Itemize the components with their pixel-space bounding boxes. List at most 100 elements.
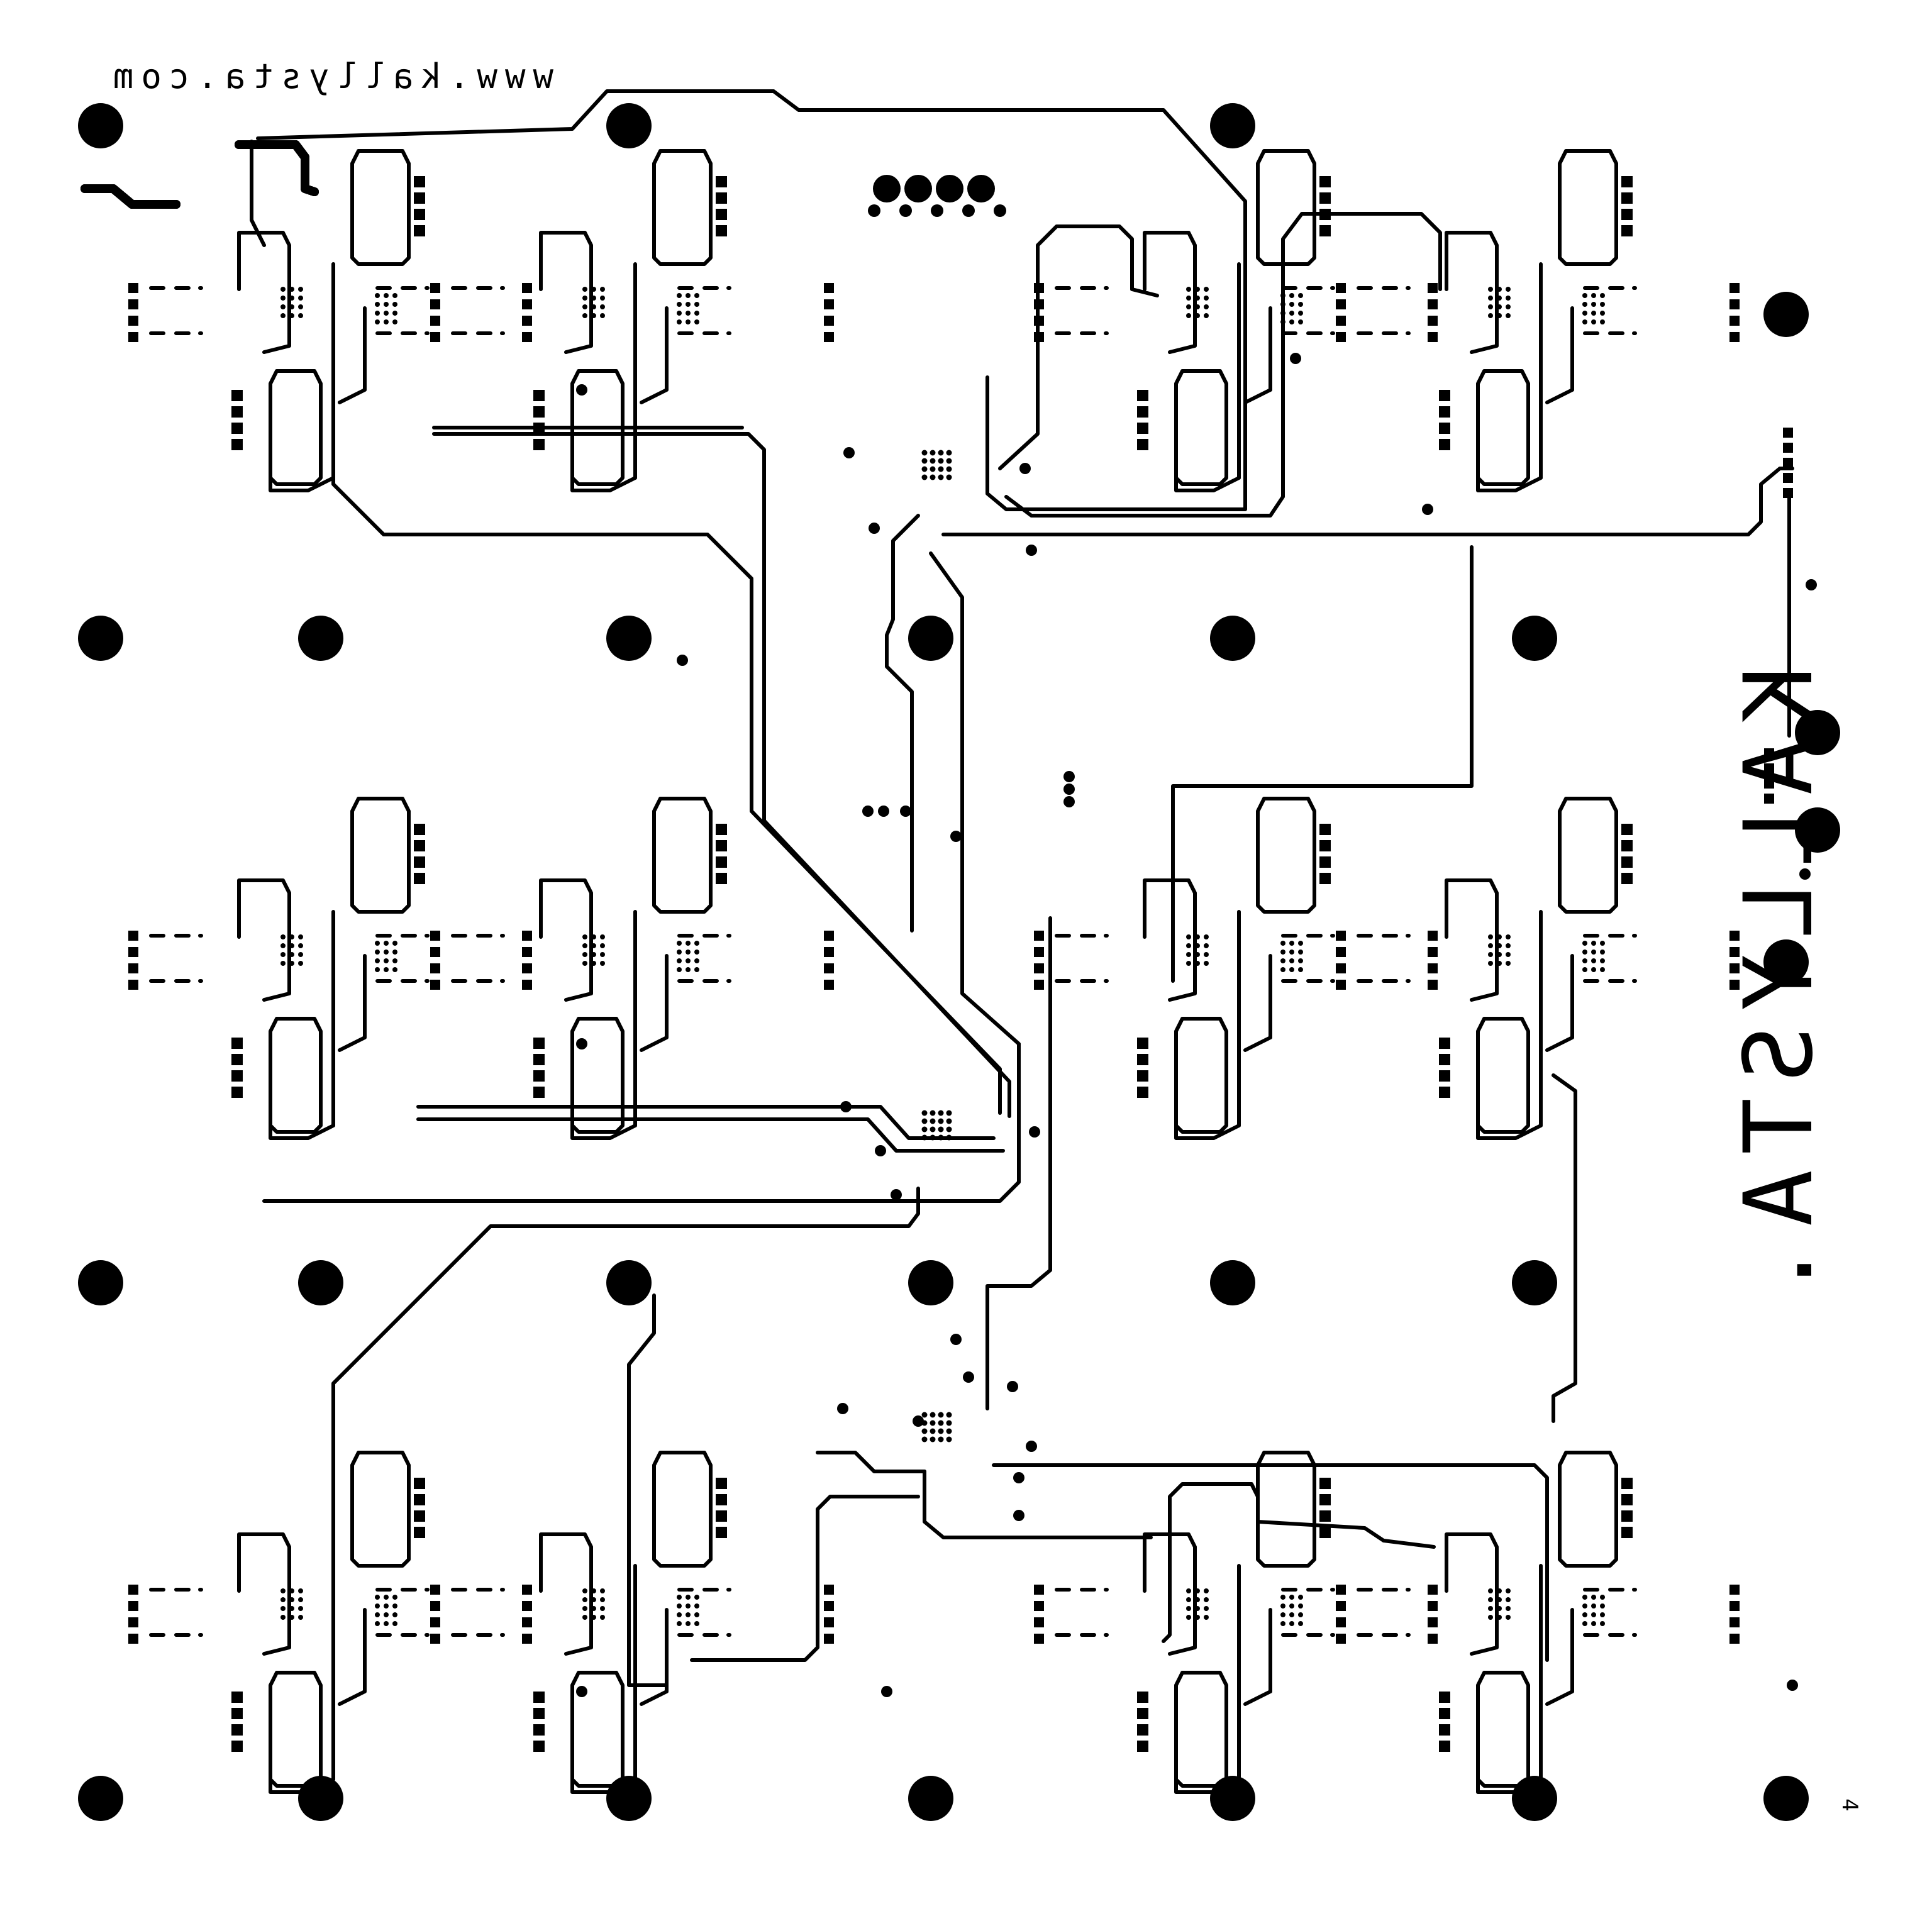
via [1488,1615,1493,1620]
pad [1319,1494,1331,1505]
via [600,943,605,948]
pad [1729,299,1740,309]
pad [231,1070,243,1082]
mounting-hole [298,1776,343,1821]
module-footprints [128,149,1817,1794]
via [1506,1588,1511,1593]
pad [1137,1741,1148,1752]
via [686,1603,691,1609]
via [280,943,286,948]
mounting-hole [908,1260,953,1305]
pad [1428,1601,1438,1611]
internal-trace [1445,878,1499,1002]
pad [1621,192,1633,204]
pad [1428,1617,1438,1627]
pad [414,1478,425,1489]
via [1591,293,1596,298]
trace-lower-diag [331,1187,920,1637]
pad [1621,1510,1633,1522]
via [938,1110,944,1116]
pad [1137,1724,1148,1736]
pad [1034,1585,1044,1595]
via [375,1612,380,1617]
via [1298,941,1303,946]
pad [414,192,425,204]
via [1582,293,1587,298]
mounting-hole [1210,616,1255,661]
connector-pin [868,204,880,217]
via [375,319,380,324]
via [1186,1588,1191,1593]
via [686,293,691,298]
via [878,806,889,817]
mounting-hole [1512,616,1557,661]
via [1289,302,1294,307]
mounting-hole [78,1260,123,1305]
via [694,311,699,316]
pad [1034,980,1044,990]
via [375,1603,380,1609]
via [1582,1603,1587,1609]
internal-trace [570,262,637,492]
via [384,319,389,324]
via [1298,1621,1303,1626]
via [921,1420,928,1426]
chip-outline [269,1017,323,1134]
pad [533,1038,545,1049]
via [1204,961,1209,966]
pad [1137,1708,1148,1719]
connector-pad [967,175,995,202]
pad [1428,931,1438,941]
via [298,1588,303,1593]
via [938,1428,944,1434]
pad [824,931,834,941]
pad [414,176,425,187]
via [938,458,944,464]
via [1506,287,1511,292]
via [921,458,928,464]
pad [1034,1634,1044,1644]
pad [716,192,727,204]
internal-trace [1143,1532,1197,1656]
internal-trace [640,954,669,1052]
via [930,1420,936,1426]
pad [1439,1724,1450,1736]
via [280,1597,286,1602]
mounting-hole [908,1776,953,1821]
via [1591,941,1596,946]
via [1063,796,1075,807]
via [1204,1615,1209,1620]
internal-trace [1476,910,1543,1140]
via [280,296,286,301]
via [930,1118,936,1124]
module [430,149,834,492]
via [600,1597,605,1602]
internal-trace [539,878,593,1002]
via [938,1126,944,1132]
pad [522,963,532,973]
via [582,1615,587,1620]
pad [128,1617,138,1627]
internal-trace [1545,1608,1574,1706]
pad [1621,209,1633,220]
via [1289,941,1294,946]
pad [1729,980,1740,990]
via [694,1595,699,1600]
via [930,1428,936,1434]
via [1280,950,1285,955]
via [1289,950,1294,955]
chip-outline [1256,1451,1316,1568]
via [1600,1621,1605,1626]
via [392,958,397,963]
via [930,1412,936,1418]
internal-trace [1143,878,1197,1002]
via [298,1615,303,1620]
module [128,1451,532,1794]
mounting-hole [1795,807,1840,853]
via [375,958,380,963]
via [694,293,699,298]
pad [1621,1494,1633,1505]
brand-label: KALLYSTA. [1724,667,1834,1314]
chip-outline [350,1451,411,1568]
